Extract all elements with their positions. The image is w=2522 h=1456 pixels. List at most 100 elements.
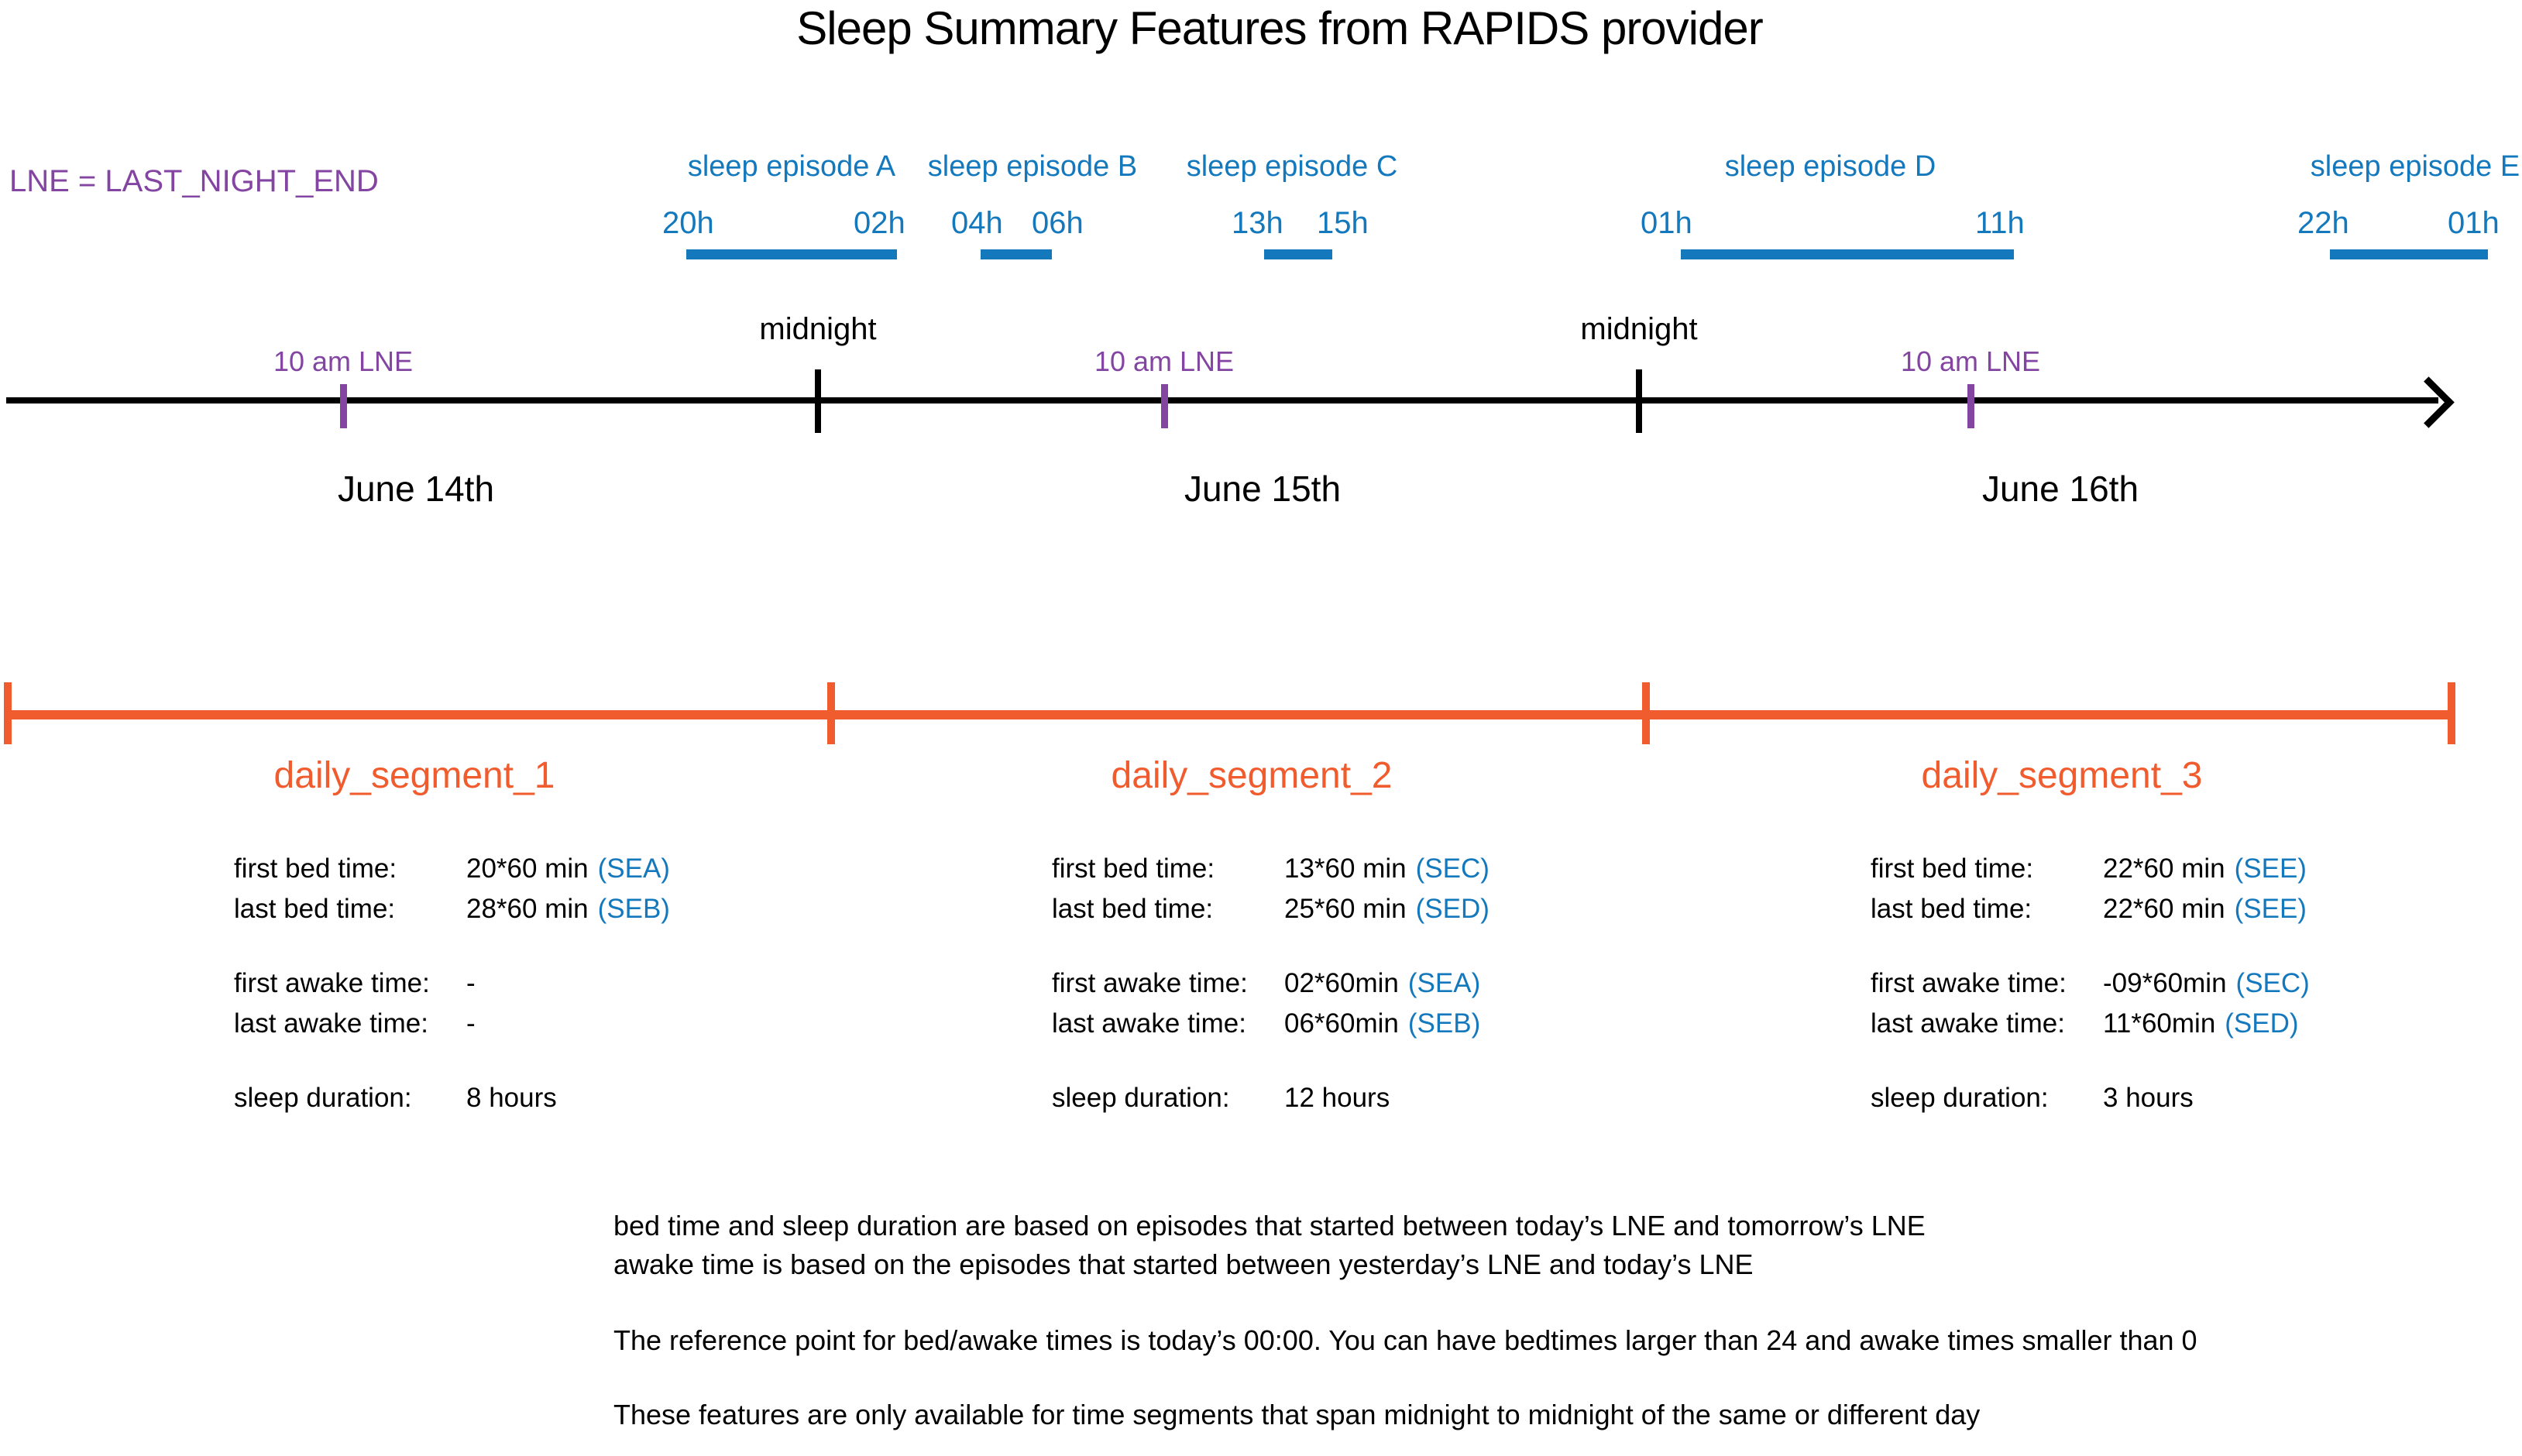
feature-row: sleep duration: 3 hours xyxy=(1871,1078,2310,1118)
feature-value: 11*60min xyxy=(2103,1008,2216,1039)
feature-value: 3 hours xyxy=(2103,1083,2194,1113)
sleep-episode-e-start-time: 22h xyxy=(2297,206,2349,240)
feature-row: last bed time: 28*60 min (SEB) xyxy=(234,889,670,929)
feature-row: last awake time: 11*60min (SED) xyxy=(1871,1004,2310,1044)
sleep-episode-b-label: sleep episode B xyxy=(927,150,1138,183)
feature-row: first awake time: - xyxy=(234,963,670,1004)
feature-row: first awake time: 02*60min (SEA) xyxy=(1052,963,1489,1004)
segment-tick-3 xyxy=(1642,682,1650,744)
lne-label-3: 10 am LNE xyxy=(1900,345,2041,377)
sleep-episode-c-start-time: 13h xyxy=(1232,206,1283,240)
midnight-tick-2 xyxy=(1636,369,1642,433)
episode-code: (SED) xyxy=(2225,1008,2299,1039)
note-availability: These features are only available for ti… xyxy=(613,1399,1981,1430)
feature-label: last bed time: xyxy=(1871,894,2032,924)
feature-label: first awake time: xyxy=(1871,968,2067,998)
sleep-episode-d-bar xyxy=(1681,249,2014,259)
feature-label: last awake time: xyxy=(234,1008,428,1039)
daily-segment-ruler xyxy=(6,710,2454,719)
feature-row: sleep duration: 8 hours xyxy=(234,1078,670,1118)
feature-row: first bed time: 22*60 min (SEE) xyxy=(1871,849,2310,889)
episode-code: (SEB) xyxy=(597,894,670,924)
episode-code: (SEB) xyxy=(1407,1008,1481,1039)
episode-code: (SEA) xyxy=(597,853,670,884)
daily-segment-1-label: daily_segment_1 xyxy=(273,755,555,796)
sleep-episode-e-label: sleep episode E xyxy=(2310,150,2520,183)
feature-value: 20*60 min xyxy=(466,853,589,884)
sleep-episode-e-end-time: 01h xyxy=(2448,206,2500,240)
episode-code: (SEC) xyxy=(1415,853,1489,884)
feature-label: sleep duration: xyxy=(234,1083,412,1113)
midnight-label-2: midnight xyxy=(1580,312,1698,346)
lne-tick-2 xyxy=(1161,384,1168,428)
sleep-episode-b-start-time: 04h xyxy=(951,206,1003,240)
segment-tick-1 xyxy=(4,682,12,744)
sleep-episode-d-end-time: 11h xyxy=(1975,206,2025,240)
feature-label: first awake time: xyxy=(1052,968,1248,998)
episode-code: (SEC) xyxy=(2235,968,2310,998)
feature-row: first bed time: 13*60 min (SEC) xyxy=(1052,849,1489,889)
daily-segment-2-details: first bed time: 13*60 min (SEC) last bed t… xyxy=(1052,849,1489,1118)
timeline-axis xyxy=(6,397,2438,403)
sleep-episode-b-end-time: 06h xyxy=(1032,206,1084,240)
feature-value: 06*60min xyxy=(1284,1008,1399,1039)
sleep-episode-e-bar xyxy=(2330,249,2488,259)
sleep-episode-c-label: sleep episode C xyxy=(1186,150,1398,183)
feature-row: last awake time:06*60min(SEB) xyxy=(1052,1004,1489,1044)
feature-label: first bed time: xyxy=(1871,853,2034,884)
feature-value: 02*60min xyxy=(1284,968,1399,998)
feature-value: - xyxy=(466,968,476,998)
feature-value: 12 hours xyxy=(1284,1083,1390,1113)
daily-segment-3-label: daily_segment_3 xyxy=(1921,755,2203,796)
segment-tick-2 xyxy=(827,682,835,744)
note-reference-point: The reference point for bed/awake times … xyxy=(613,1324,2197,1356)
feature-row: first bed time: 20*60 min (SEA) xyxy=(234,849,670,889)
feature-label: first bed time: xyxy=(1052,853,1215,884)
lne-label-1: 10 am LNE xyxy=(273,345,414,377)
page-title: Sleep Summary Features from RAPIDS provi… xyxy=(796,2,1763,54)
sleep-episode-b-bar xyxy=(981,249,1052,259)
feature-label: last bed time: xyxy=(1052,894,1214,924)
feature-label: sleep duration: xyxy=(1871,1083,2049,1113)
feature-label: first awake time: xyxy=(234,968,430,998)
daily-segment-1-details: first bed time: 20*60 min (SEA) last bed t… xyxy=(234,849,670,1118)
feature-label: last awake time: xyxy=(1871,1008,2065,1039)
midnight-tick-1 xyxy=(815,369,821,433)
feature-value: 8 hours xyxy=(466,1083,557,1113)
feature-value: 22*60 min xyxy=(2103,853,2225,884)
feature-value: -09*60min xyxy=(2103,968,2227,998)
sleep-episode-a-end-time: 02h xyxy=(854,206,905,240)
feature-label: sleep duration: xyxy=(1052,1083,1230,1113)
segment-tick-4 xyxy=(2448,682,2455,744)
episode-code: (SED) xyxy=(1415,894,1489,924)
note-awake-time-rule: awake time is based on the episodes that… xyxy=(613,1248,1754,1280)
feature-row: sleep duration: 12 hours xyxy=(1052,1078,1489,1118)
sleep-episode-c-end-time: 15h xyxy=(1317,206,1369,240)
feature-row: first awake time: -09*60min (SEC) xyxy=(1871,963,2310,1004)
feature-value: - xyxy=(466,1008,476,1039)
sleep-episode-d-start-time: 01h xyxy=(1641,206,1692,240)
date-june-15: June 15th xyxy=(1184,469,1342,509)
feature-label: last bed time: xyxy=(234,894,396,924)
lne-definition-note: LNE = LAST_NIGHT_END xyxy=(9,164,379,198)
date-june-14: June 14th xyxy=(337,469,495,509)
sleep-episode-d-label: sleep episode D xyxy=(1724,150,1936,183)
lne-label-2: 10 am LNE xyxy=(1094,345,1235,377)
episode-code: (SEE) xyxy=(2234,894,2307,924)
episode-code: (SEA) xyxy=(1407,968,1481,998)
feature-row: last bed time: 25*60 min (SED) xyxy=(1052,889,1489,929)
daily-segment-2-label: daily_segment_2 xyxy=(1111,755,1393,796)
sleep-episode-a-label: sleep episode A xyxy=(687,150,896,183)
feature-value: 28*60 min xyxy=(466,894,589,924)
lne-tick-3 xyxy=(1967,384,1974,428)
feature-value: 13*60 min xyxy=(1284,853,1407,884)
feature-label: first bed time: xyxy=(234,853,397,884)
feature-row: last awake time: - xyxy=(234,1004,670,1044)
episode-code: (SEE) xyxy=(2234,853,2307,884)
lne-tick-1 xyxy=(340,384,347,428)
daily-segment-3-details: first bed time: 22*60 min (SEE) last bed t… xyxy=(1871,849,2310,1118)
note-bed-time-rule: bed time and sleep duration are based on… xyxy=(613,1210,1926,1241)
feature-value: 25*60 min xyxy=(1284,894,1407,924)
midnight-label-1: midnight xyxy=(759,312,877,346)
